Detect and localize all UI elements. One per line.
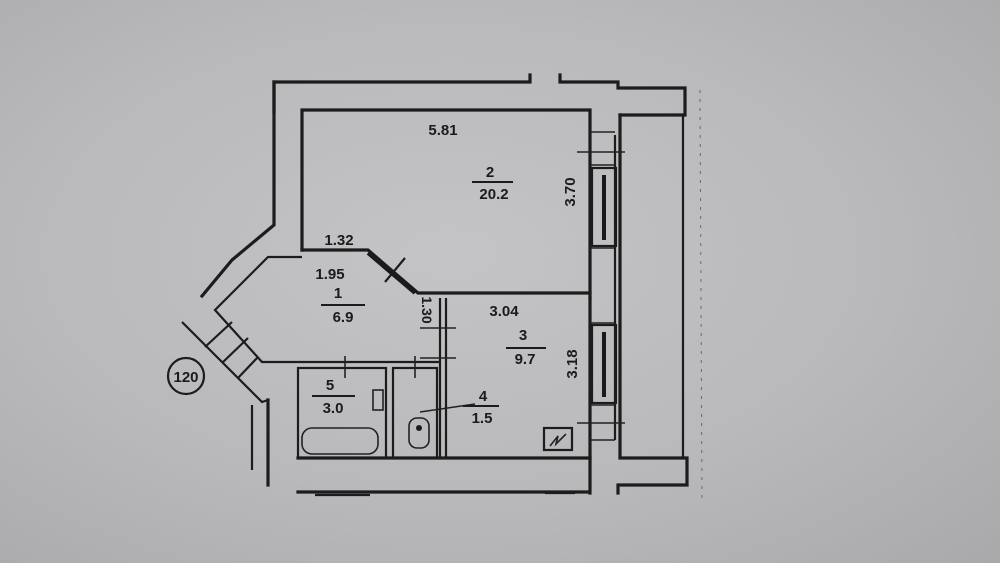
- room-1-depth: 1.30: [419, 296, 435, 323]
- room-3-area: 9.7: [515, 351, 536, 368]
- room-1-label: 1.32 1.95 1 6.9 1.30: [315, 232, 435, 326]
- room-4-label: 4 1.5: [463, 388, 499, 427]
- room-3-label: 3.04 3 9.7 3.18: [489, 303, 581, 379]
- room-1-side: 1.32: [324, 232, 353, 249]
- apartment-number: 120: [173, 369, 198, 386]
- outer-walls: [199, 73, 689, 497]
- room-2-width: 5.81: [428, 122, 457, 139]
- stove-icon: [542, 426, 574, 452]
- room-5-number: 5: [326, 377, 334, 394]
- sink-icon: [372, 389, 384, 411]
- partition-walls: [296, 298, 456, 460]
- room-4-area: 1.5: [472, 410, 493, 427]
- room-1-number: 1: [334, 285, 342, 302]
- room-3-width: 3.04: [489, 303, 519, 320]
- room-4-number: 4: [479, 388, 488, 405]
- room-2-area: 20.2: [479, 186, 508, 203]
- bathtub-icon: [301, 427, 379, 455]
- room-3-depth: 3.18: [564, 349, 581, 378]
- room-2-depth: 3.70: [562, 177, 579, 206]
- room-3-number: 3: [519, 327, 527, 344]
- windows: [577, 131, 625, 441]
- toilet-icon: [408, 403, 476, 449]
- room-1-width: 1.95: [315, 266, 344, 283]
- room-2-label: 5.81 2 20.2 3.70: [428, 122, 579, 207]
- apartment-marker: 120: [166, 356, 206, 396]
- room-5-area: 3.0: [323, 400, 344, 417]
- room-5-label: 5 3.0: [312, 377, 355, 417]
- room-2-number: 2: [486, 164, 494, 181]
- room-1-area: 6.9: [333, 309, 354, 326]
- fixtures: [301, 389, 574, 455]
- hallway-walls: [181, 248, 592, 404]
